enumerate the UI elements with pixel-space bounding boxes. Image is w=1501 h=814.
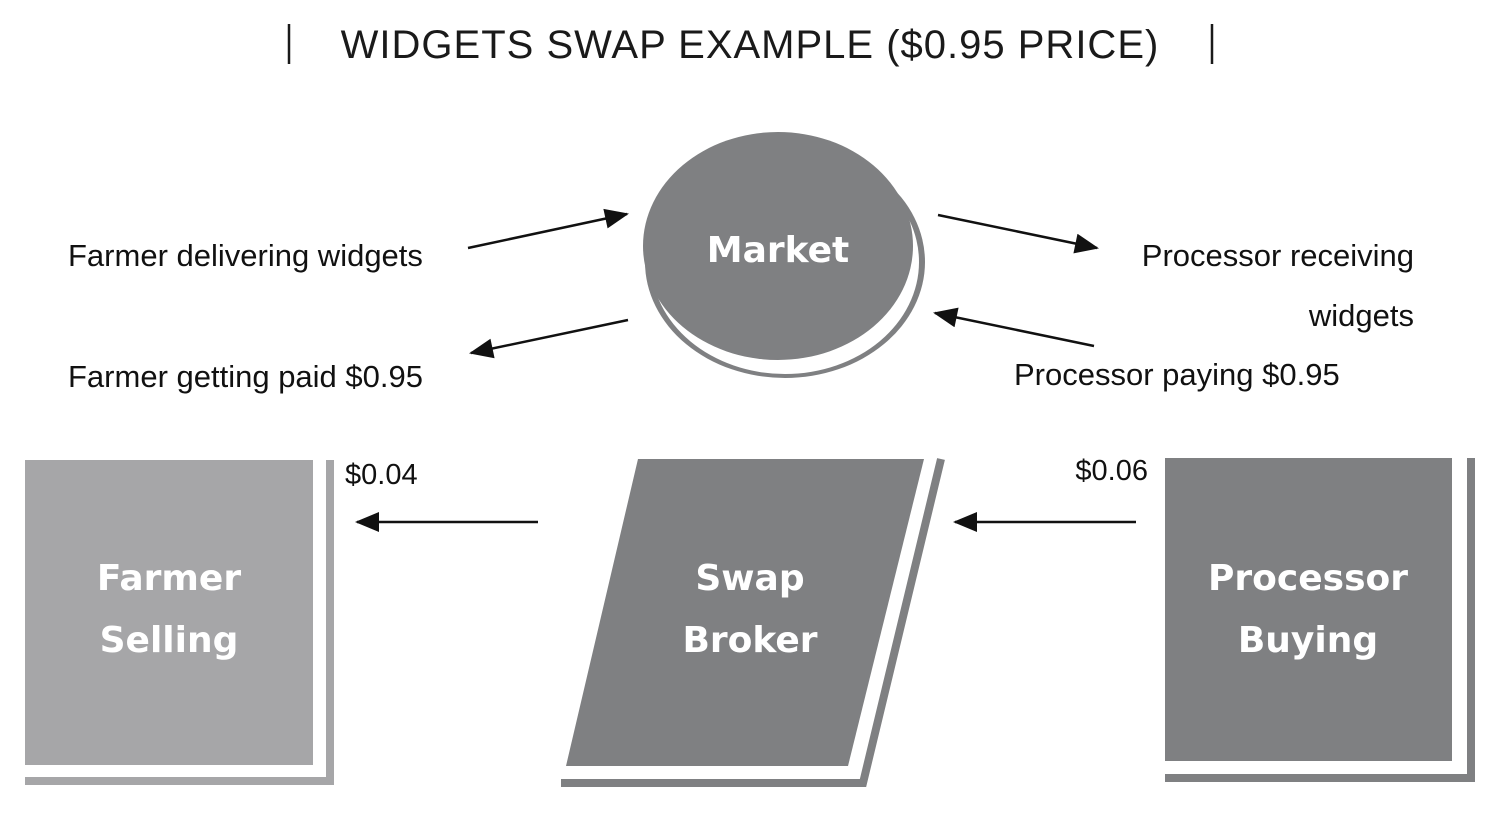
arrow-farmer-to-market (467, 208, 629, 250)
processor-label-line2: Buying (1238, 620, 1378, 661)
label-broker-to-farmer-amount: $0.04 (345, 459, 418, 491)
label-farmer-paid: Farmer getting paid $0.95 (68, 359, 423, 394)
market-ellipse (643, 132, 913, 360)
label-processor-receiving-line1: Processor receiving (1142, 238, 1414, 273)
label-processor-receiving-line2: widgets (1308, 298, 1414, 333)
arrow-market-to-farmer (469, 318, 629, 359)
processor-label-line1: Processor (1208, 558, 1408, 599)
broker-label-line1: Swap (695, 558, 804, 599)
farmer-label-line1: Farmer (97, 558, 241, 599)
label-processor-to-broker-amount: $0.06 (1075, 455, 1148, 487)
market-label: Market (707, 230, 849, 271)
broker-label-line2: Broker (682, 620, 817, 661)
farmer-node: Farmer Selling (25, 460, 334, 785)
arrow-processor-to-market (933, 307, 1095, 348)
label-farmer-delivering: Farmer delivering widgets (68, 238, 423, 273)
label-processor-paying: Processor paying $0.95 (1014, 357, 1340, 392)
farmer-label-line2: Selling (100, 620, 239, 661)
page-title: WIDGETS SWAP EXAMPLE ($0.95 PRICE) (341, 23, 1160, 67)
farmer-box (25, 460, 313, 765)
arrow-market-to-processor (937, 213, 1099, 254)
processor-shadow (1165, 458, 1475, 782)
market-node: Market (643, 132, 925, 378)
title-group: WIDGETS SWAP EXAMPLE ($0.95 PRICE) (287, 23, 1214, 67)
broker-node: Swap Broker (561, 458, 945, 787)
farmer-shadow (25, 460, 334, 785)
broker-parallelogram (566, 459, 924, 766)
processor-box (1165, 458, 1452, 761)
broker-shadow (561, 458, 945, 787)
processor-node: Processor Buying (1165, 458, 1475, 782)
